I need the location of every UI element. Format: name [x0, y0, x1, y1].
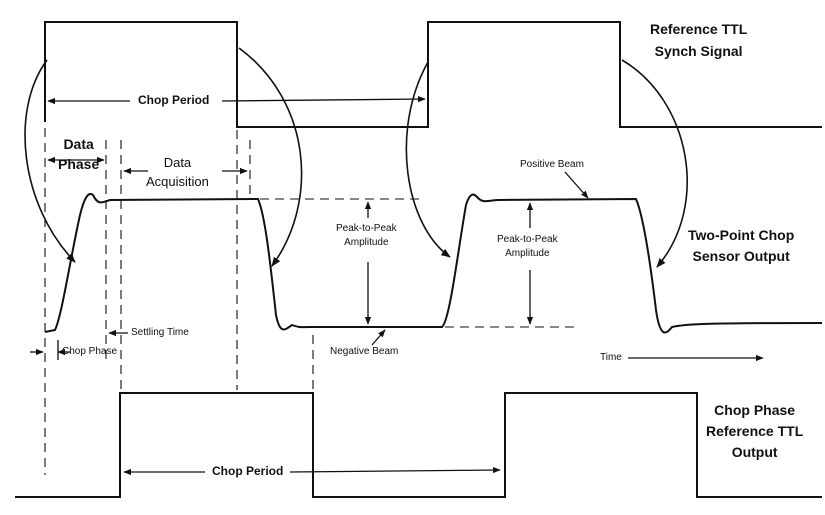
reference-ttl-title: Reference TTL Synch Signal	[650, 18, 747, 62]
chop-period-bottom-arrow-right	[289, 466, 501, 474]
settling-time-label: Settling Time	[131, 327, 189, 338]
negative-beam-label: Negative Beam	[330, 346, 399, 357]
chop-phase-label: Chop Phase	[62, 346, 118, 357]
positive-beam-pointer	[564, 171, 589, 199]
peak-to-peak-1-line2: Amplitude	[344, 237, 389, 248]
data-acquisition-label: Data Acquisition	[146, 153, 209, 191]
chop-period-top-label: Chop Period	[138, 93, 210, 107]
data-acquisition-line2: Acquisition	[146, 174, 209, 189]
curved-arrow-top-center	[238, 47, 303, 267]
reference-ttl-line2: Synch Signal	[654, 43, 743, 59]
peak-to-peak-1-label: Peak-to-Peak Amplitude	[336, 222, 397, 250]
negative-beam-pointer	[371, 329, 386, 346]
data-phase-line1: Data	[63, 136, 94, 152]
chop-phase-ref-title: Chop Phase Reference TTL Output	[706, 400, 803, 463]
peak-to-peak-2-line1: Peak-to-Peak	[497, 234, 558, 245]
chop-phase-ttl-waveform	[15, 392, 822, 498]
chop-phase-ref-line1: Chop Phase	[714, 402, 796, 418]
curved-arrow-top-right-upper	[405, 61, 451, 258]
time-label: Time	[600, 352, 622, 363]
peak-to-peak-1-line1: Peak-to-Peak	[336, 223, 397, 234]
curved-arrow-top-left	[24, 59, 76, 263]
two-point-line2: Sensor Output	[692, 248, 790, 264]
chop-period-bottom-label: Chop Period	[212, 464, 284, 478]
curved-arrow-top-right	[621, 59, 688, 268]
data-phase-line2: Phase	[58, 156, 100, 172]
sensor-output-waveform	[44, 193, 823, 334]
reference-ttl-line1: Reference TTL	[650, 21, 748, 37]
two-point-line1: Two-Point Chop	[688, 227, 795, 243]
peak-to-peak-2-line2: Amplitude	[505, 248, 550, 259]
two-point-chop-title: Two-Point Chop Sensor Output	[688, 225, 794, 267]
chop-phase-ref-line3: Output	[731, 444, 778, 460]
positive-beam-label: Positive Beam	[520, 159, 584, 170]
data-acquisition-line1: Data	[163, 155, 192, 170]
chop-period-top-arrow-right	[221, 95, 426, 103]
reference-ttl-waveform	[44, 21, 822, 128]
data-phase-label: Data Phase	[58, 134, 99, 174]
chop-phase-ref-line2: Reference TTL	[706, 423, 804, 439]
peak-to-peak-2-label: Peak-to-Peak Amplitude	[497, 233, 558, 261]
